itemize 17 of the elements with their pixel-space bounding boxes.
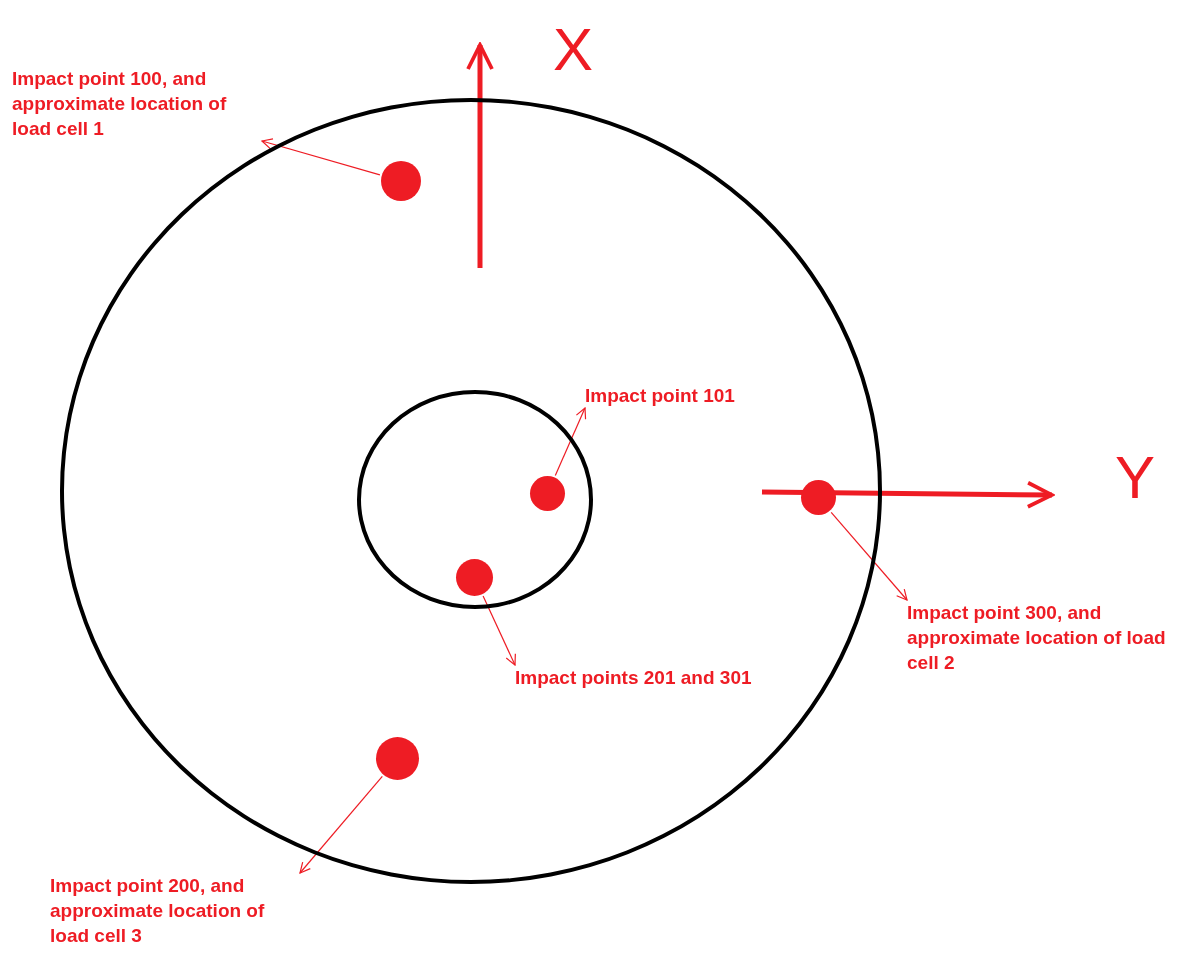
callout-text: Impact point 101 [585,383,735,408]
callout-text: Impact point 200, and approximate location of load cell 3 [50,873,300,948]
leader-line [482,595,516,666]
axis-label: Y [1115,448,1156,508]
impact-point-dot [530,476,565,511]
impact-point-dot [381,161,421,201]
leader-line [554,407,587,477]
impact-point-dot [801,480,836,515]
impact-point-dot [376,737,419,780]
impact-point-dot [456,559,493,596]
leader-line [830,511,908,601]
leader-line [299,775,383,874]
callout-text: Impact points 201 and 301 [515,665,765,690]
leader-line [261,138,381,176]
callout-text: Impact point 300, and approximate location of load cell 2 [907,600,1175,675]
axis-label: X [553,20,594,80]
callout-text: Impact point 100, and approximate location of load cell 1 [12,66,262,141]
